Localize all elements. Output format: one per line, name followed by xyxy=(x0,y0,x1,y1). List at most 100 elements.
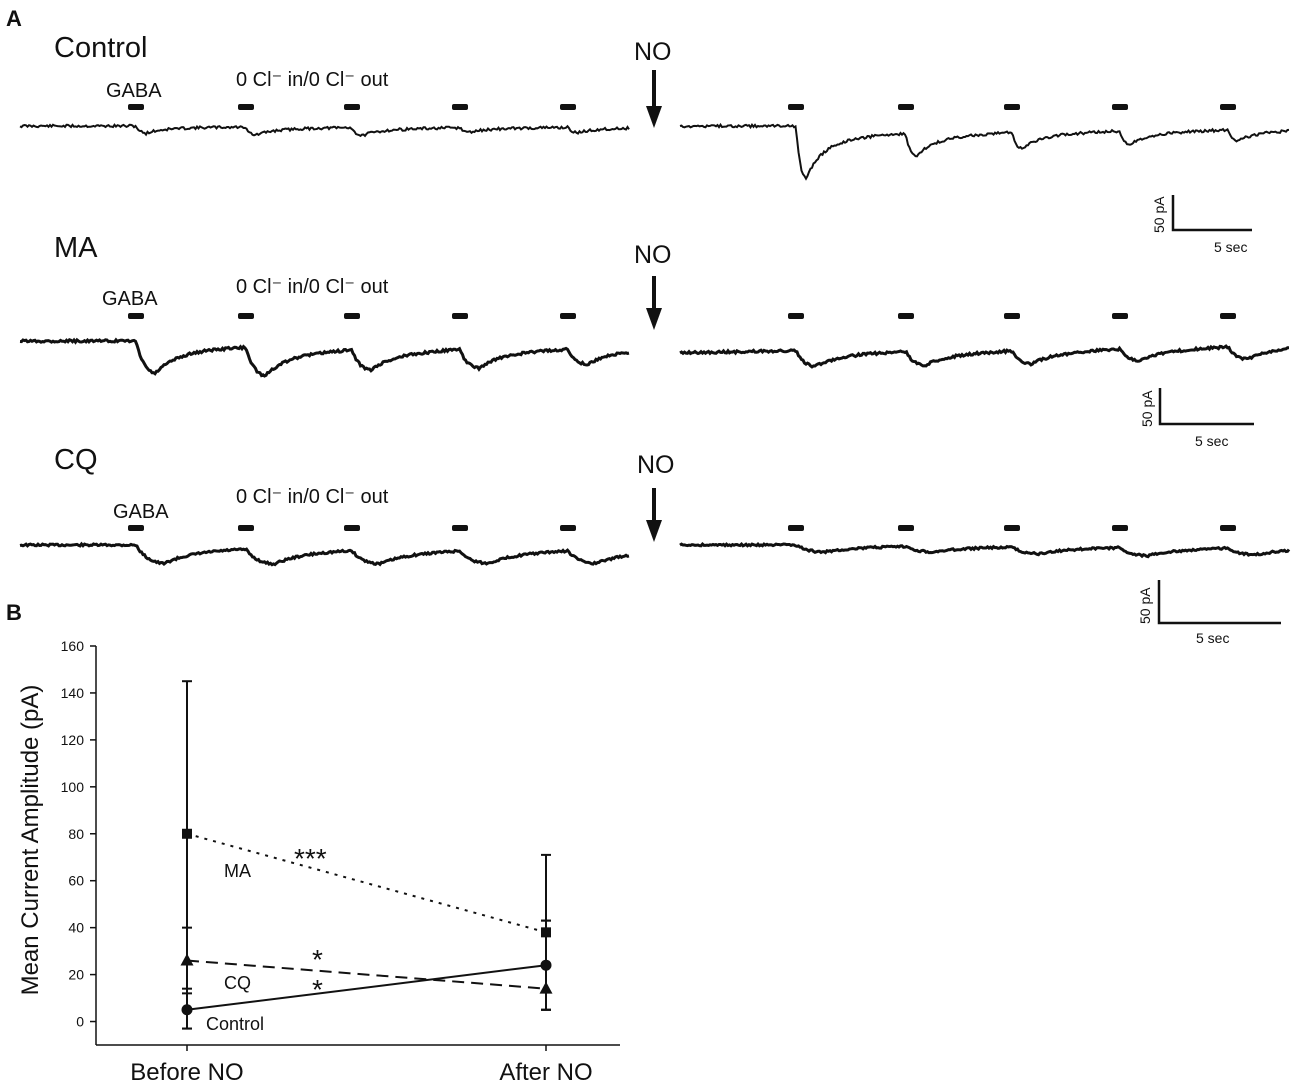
y-tick: 20 xyxy=(68,967,96,983)
row-label-cq: CQ xyxy=(54,444,98,476)
gaba-marks-cq xyxy=(128,525,1236,531)
y-tick: 100 xyxy=(61,779,96,795)
y-tick: 80 xyxy=(68,826,96,842)
gaba-application-mark xyxy=(238,313,254,319)
y-tick-label: 20 xyxy=(68,967,84,983)
gaba-application-mark xyxy=(452,104,468,110)
gaba-application-mark xyxy=(788,313,804,319)
trace-control-before xyxy=(19,123,630,138)
gaba-application-mark xyxy=(128,313,144,319)
gaba-application-mark xyxy=(560,104,576,110)
trace-control-after xyxy=(679,122,1290,181)
y-tick: 40 xyxy=(68,920,96,936)
gaba-application-mark xyxy=(560,525,576,531)
y-tick-label: 160 xyxy=(61,638,85,654)
scale-bar-cq: 50 pA 5 sec xyxy=(1137,580,1281,646)
x-tick-label-after: After NO xyxy=(499,1059,592,1086)
axes xyxy=(95,646,620,1046)
series-line-ma xyxy=(186,832,547,934)
scale-current-cq: 50 pA xyxy=(1137,587,1153,624)
group-label-cq: CQ xyxy=(224,973,251,993)
scale-time-ma: 5 sec xyxy=(1195,433,1228,449)
group-labels: MA CQ Control xyxy=(206,861,264,1034)
scale-time-control: 5 sec xyxy=(1214,239,1247,255)
y-tick: 160 xyxy=(61,638,96,654)
gaba-application-mark xyxy=(452,313,468,319)
panel-b-letter: B xyxy=(6,600,22,625)
y-axis-label: Mean Current Amplitude (pA) xyxy=(17,685,44,996)
gaba-application-mark xyxy=(344,104,360,110)
y-tick: 120 xyxy=(61,732,96,748)
y-tick-label: 60 xyxy=(68,873,84,889)
gaba-application-mark xyxy=(898,525,914,531)
scale-time-cq: 5 sec xyxy=(1196,630,1229,646)
significance-cq: * xyxy=(312,944,323,975)
group-label-ma: MA xyxy=(224,861,251,881)
significance-marks: *** * * xyxy=(294,843,327,1005)
trace-cq-before xyxy=(19,541,630,567)
gaba-label-control: GABA xyxy=(106,80,162,102)
gaba-application-mark xyxy=(1004,313,1020,319)
gaba-application-mark xyxy=(1112,313,1128,319)
series-layer xyxy=(180,680,553,1030)
trace-ma-after xyxy=(679,344,1289,369)
scale-current-ma: 50 pA xyxy=(1139,390,1155,427)
no-arrow-control xyxy=(646,70,662,128)
gaba-application-mark xyxy=(1004,104,1020,110)
series-line-cq xyxy=(186,959,547,990)
trace-row-ma: MA GABA 0 Cl⁻ in/0 Cl⁻ out NO 50 pA 5 se… xyxy=(19,232,1289,449)
drug-label-ma: 0 Cl⁻ in/0 Cl⁻ out xyxy=(236,276,389,298)
gaba-application-mark xyxy=(128,104,144,110)
no-arrow-ma xyxy=(646,276,662,330)
gaba-application-mark xyxy=(1112,525,1128,531)
data-point-control xyxy=(181,1004,193,1016)
gaba-label-cq: GABA xyxy=(113,501,169,523)
y-ticks: 0 20 40 60 80 100 120 140 160 xyxy=(61,638,96,1030)
gaba-application-mark xyxy=(1220,313,1236,319)
trace-ma-before xyxy=(19,337,630,378)
y-tick-label: 40 xyxy=(68,920,84,936)
gaba-application-mark xyxy=(452,525,468,531)
y-tick-label: 80 xyxy=(68,826,84,842)
trace-row-cq: CQ GABA 0 Cl⁻ in/0 Cl⁻ out NO 50 pA 5 se… xyxy=(19,444,1291,646)
gaba-application-mark xyxy=(898,313,914,319)
gaba-application-mark xyxy=(788,525,804,531)
y-tick: 0 xyxy=(76,1014,96,1030)
gaba-marks-control xyxy=(128,104,1236,110)
gaba-application-mark xyxy=(1220,525,1236,531)
trace-cq-after xyxy=(679,541,1291,559)
scale-bar-control: 50 pA 5 sec xyxy=(1151,195,1252,255)
gaba-application-mark xyxy=(898,104,914,110)
no-label-control: NO xyxy=(634,38,672,66)
y-tick-label: 140 xyxy=(61,685,85,701)
drug-label-control: 0 Cl⁻ in/0 Cl⁻ out xyxy=(236,69,389,91)
gaba-label-ma: GABA xyxy=(102,288,158,310)
y-tick: 60 xyxy=(68,873,96,889)
no-label-cq: NO xyxy=(637,451,675,479)
panel-b: B Mean Current Amplitude (pA) 0 20 40 60… xyxy=(6,600,620,1086)
row-label-ma: MA xyxy=(54,232,98,264)
gaba-application-mark xyxy=(788,104,804,110)
significance-ma: *** xyxy=(294,843,327,874)
gaba-marks-ma xyxy=(128,313,1236,319)
row-label-control: Control xyxy=(54,32,148,64)
y-tick: 140 xyxy=(61,685,96,701)
gaba-application-mark xyxy=(238,525,254,531)
drug-label-cq: 0 Cl⁻ in/0 Cl⁻ out xyxy=(236,486,389,508)
gaba-application-mark xyxy=(128,525,144,531)
gaba-application-mark xyxy=(1112,104,1128,110)
x-tick-label-before: Before NO xyxy=(130,1059,243,1086)
gaba-application-mark xyxy=(1004,525,1020,531)
scale-bar-ma: 50 pA 5 sec xyxy=(1139,388,1254,449)
data-point-ma xyxy=(182,828,192,839)
gaba-application-mark xyxy=(560,313,576,319)
y-tick-label: 100 xyxy=(61,779,85,795)
series-line-control xyxy=(186,964,547,1011)
no-label-ma: NO xyxy=(634,241,672,269)
y-tick-label: 120 xyxy=(61,732,85,748)
gaba-application-mark xyxy=(238,104,254,110)
group-label-control: Control xyxy=(206,1014,264,1034)
significance-control: * xyxy=(312,974,323,1005)
data-point-cq xyxy=(180,953,194,966)
